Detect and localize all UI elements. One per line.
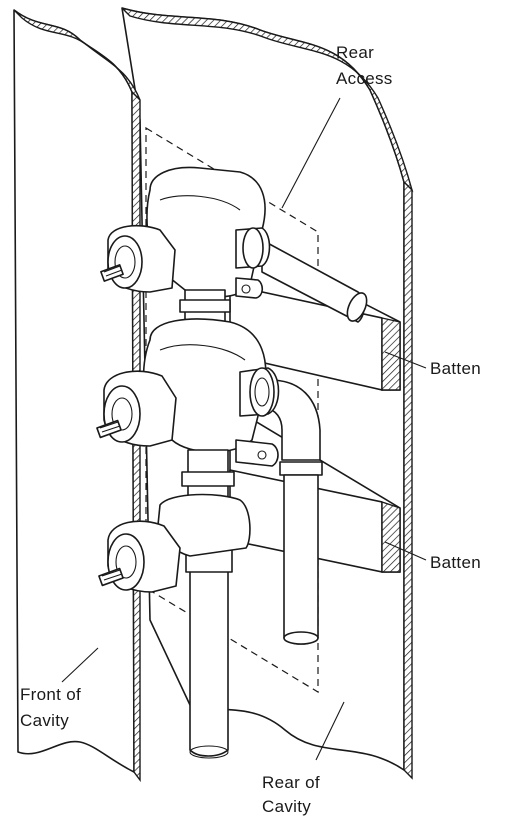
leader-batten-upper: [384, 351, 427, 369]
pipe-elbow-right: [265, 379, 323, 645]
label-rear-access-line2: Access: [336, 69, 393, 88]
label-rear-of-cavity-line1: Rear of: [262, 773, 320, 792]
leader-batten-lower: [384, 541, 427, 561]
leader-rear-of-cavity: [315, 701, 345, 761]
pipe-lower-down: [185, 547, 233, 759]
label-rear-of-cavity-line2: Cavity: [262, 797, 311, 816]
leader-front-of-cavity: [61, 647, 99, 683]
label-rear-access-line1: Rear: [336, 43, 374, 62]
label-batten-lower: Batten: [430, 553, 481, 572]
pipe-upper-horizontal: [261, 239, 368, 323]
thermostatic-valve: [96, 166, 280, 593]
label-front-of-cavity-line1: Front of: [20, 685, 81, 704]
label-batten-upper: Batten: [430, 359, 481, 378]
leader-rear-access: [281, 97, 341, 209]
label-front-of-cavity-line2: Cavity: [20, 711, 69, 730]
